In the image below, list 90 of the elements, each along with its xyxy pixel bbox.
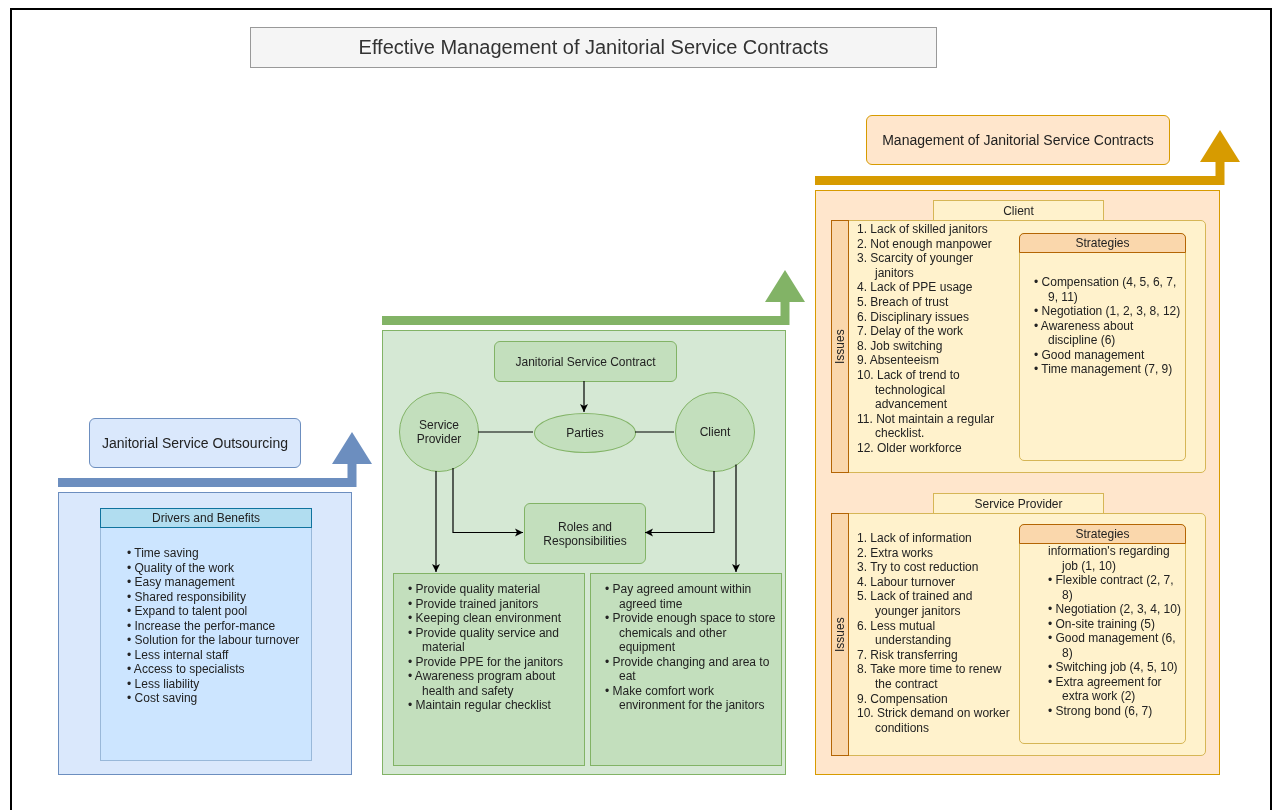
list-item: 9. Compensation bbox=[856, 691, 949, 707]
section-tab: Client bbox=[933, 200, 1104, 221]
section-tab: Service Provider bbox=[933, 493, 1104, 514]
stage-panel bbox=[382, 330, 786, 775]
list-item: • Provide trained janitors bbox=[408, 596, 540, 611]
list-item: 2. Not enough manpower bbox=[856, 236, 993, 252]
list-item: 3. Try to cost reduction bbox=[856, 560, 980, 575]
list-panel bbox=[100, 508, 312, 761]
list-item: 1. Lack of skilled janitors bbox=[856, 222, 989, 237]
list-item: • Solution for the labour turnover bbox=[127, 633, 301, 648]
list-item: 7. Risk transferring bbox=[856, 647, 959, 663]
party-circle: Service Provider bbox=[399, 392, 479, 472]
list-item: 6. Less mutual understanding bbox=[856, 618, 953, 648]
list-item: • Shared responsibility bbox=[127, 589, 247, 604]
arrow bbox=[580, 380, 588, 413]
list-item: • Switching job (4, 5, 10) bbox=[1048, 660, 1179, 675]
list-item: • Access to specialists bbox=[127, 662, 246, 677]
parties-ellipse: Parties bbox=[534, 413, 636, 453]
list-panel bbox=[1019, 524, 1186, 744]
list-item: • Pay agreed amount within agreed time bbox=[605, 582, 753, 611]
title: Effective Management of Janitorial Service Contracts bbox=[250, 27, 937, 68]
list-panel bbox=[1019, 233, 1186, 461]
heading-box: Management of Janitorial Service Contracts bbox=[866, 115, 1170, 165]
list-item: • Quality of the work bbox=[127, 560, 235, 575]
list-item: • Less liability bbox=[127, 676, 201, 691]
connector-line bbox=[477, 431, 534, 433]
arrow bbox=[732, 463, 740, 573]
list-item: • Maintain regular checklist bbox=[408, 698, 552, 713]
list-item: • Awareness about discipline (6) bbox=[1034, 318, 1135, 348]
list-item: • On-site training (5) bbox=[1048, 616, 1156, 631]
list-item: • Provide changing and area to eat bbox=[605, 654, 771, 684]
heading-box: Janitorial Service Outsourcing bbox=[89, 418, 301, 468]
step-arrow bbox=[58, 432, 372, 487]
arrow bbox=[452, 467, 524, 537]
list-item: • Expand to talent pool bbox=[127, 604, 249, 619]
list-item: • Cost saving bbox=[127, 691, 199, 706]
list-item: information's regarding job (1, 10) bbox=[1048, 544, 1171, 573]
list-item: • Provide PPE for the janitors bbox=[408, 654, 564, 669]
heading-box: Janitorial Service Contract bbox=[494, 341, 677, 382]
list-item: 12. Older workforce bbox=[856, 440, 963, 456]
side-label: Issues bbox=[831, 513, 849, 756]
list-item: 4. Lack of PPE usage bbox=[856, 280, 974, 295]
list-item: • Extra agreement for extra work (2) bbox=[1048, 674, 1163, 704]
list-item: • Negotiation (2, 3, 4, 10) bbox=[1048, 602, 1181, 617]
list-item: 8. Take more time to renew the contract bbox=[856, 662, 1003, 692]
list-item: 11. Not maintain a regular checklist. bbox=[856, 411, 996, 441]
list-item: 4. Labour turnover bbox=[856, 574, 957, 590]
list-item: 8. Job switching bbox=[856, 338, 944, 354]
party-circle: Client bbox=[675, 392, 755, 472]
list-item: • Strong bond (6, 7) bbox=[1048, 703, 1154, 718]
list-item: 5. Breach of trust bbox=[856, 294, 950, 310]
list-item: 6. Disciplinary issues bbox=[856, 309, 971, 325]
list-item: 10. Strick demand on worker conditions bbox=[856, 706, 1011, 736]
list-item: 1. Lack of information bbox=[856, 531, 973, 546]
section-header: Strategies bbox=[1019, 524, 1186, 544]
section-header: Drivers and Benefits bbox=[100, 508, 312, 528]
section-header: Strategies bbox=[1019, 233, 1186, 253]
list-item: 2. Extra works bbox=[856, 545, 935, 561]
list-item: 7. Delay of the work bbox=[856, 324, 965, 339]
list-item: 9. Absenteeism bbox=[856, 353, 941, 368]
list-item: • Good management bbox=[1034, 347, 1146, 362]
connector-line bbox=[634, 431, 675, 433]
list-item: • Flexible contract (2, 7, 8) bbox=[1048, 573, 1175, 602]
stage-panel bbox=[58, 492, 352, 775]
list-item: • Provide quality material bbox=[408, 582, 542, 597]
list-item: • Negotiation (1, 2, 3, 8, 12) bbox=[1034, 304, 1181, 319]
list-item: • Time management (7, 9) bbox=[1034, 362, 1174, 377]
list-item: • Easy management bbox=[127, 575, 236, 590]
list-item: • Make comfort work environment for the janitors bbox=[605, 683, 766, 713]
arrow bbox=[432, 470, 440, 573]
list-item: • Increase the perfor-mance bbox=[127, 618, 277, 633]
list-item: 10. Lack of trend to technological advancement bbox=[856, 367, 961, 412]
list-item: • Provide quality service and material bbox=[408, 625, 560, 655]
side-label: Issues bbox=[831, 220, 849, 473]
stage-panel bbox=[815, 190, 1220, 775]
list-item: 5. Lack of trained and younger janitors bbox=[856, 589, 974, 619]
step-arrow bbox=[815, 130, 1240, 185]
list-item: • Good management (6, 8) bbox=[1048, 631, 1177, 660]
list-item: • Less internal staff bbox=[127, 647, 230, 662]
list-item: • Keeping clean environment bbox=[408, 611, 562, 626]
step-arrow bbox=[382, 270, 805, 325]
list-item: • Compensation (4, 5, 6, 7, 9, 11) bbox=[1034, 275, 1178, 304]
heading-box: Roles and Responsibilities bbox=[524, 503, 646, 564]
list-item: • Provide enough space to store chemicals and other equipment bbox=[605, 611, 777, 655]
arrow bbox=[644, 470, 715, 537]
list-item: • Awareness program about health and safety bbox=[408, 669, 557, 698]
list-item: 3. Scarcity of younger janitors bbox=[856, 251, 975, 281]
list-panel bbox=[393, 573, 585, 766]
list-item: • Time saving bbox=[127, 546, 200, 561]
list-panel bbox=[590, 573, 782, 766]
